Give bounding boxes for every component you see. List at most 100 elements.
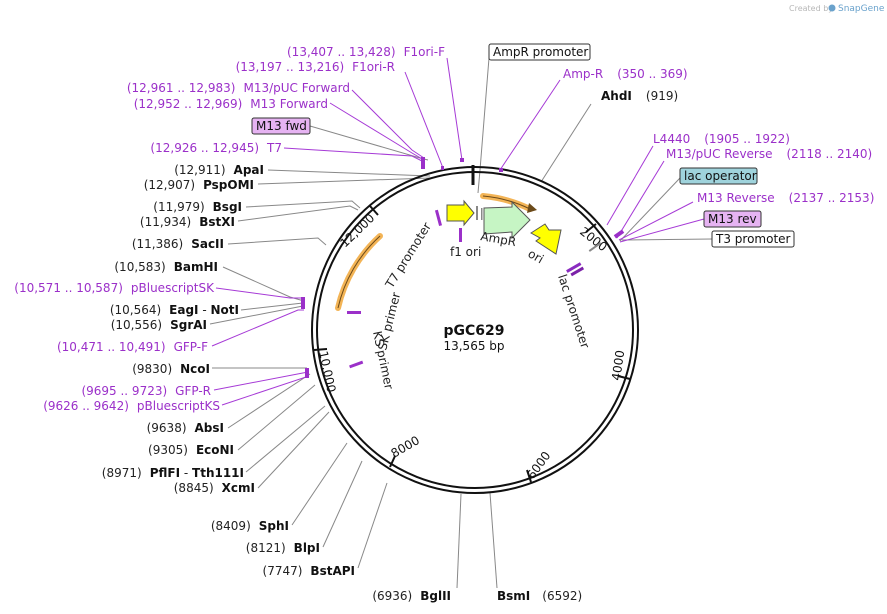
leader-pflfi xyxy=(245,405,326,473)
leader-bsgi xyxy=(245,200,361,209)
enzyme-bamhi-name: BamHI xyxy=(174,260,218,274)
tick-10000 xyxy=(313,348,328,351)
enzyme-econi-coords: (9305) xyxy=(148,443,188,457)
primer-gfp-f-coords: (10,471 .. 10,491) xyxy=(57,340,166,354)
primer-pbluescriptsk: (10,571 .. 10,587)pBluescriptSK xyxy=(14,281,215,295)
primer-m13-forward-coords: (12,952 .. 12,969) xyxy=(134,97,243,111)
t3-promoter-label: T3 promoter xyxy=(715,232,791,246)
mark-t7-promoter xyxy=(434,209,443,226)
enzyme-pspomi-coords: (12,907) xyxy=(144,178,195,192)
primer-gfp-f-name: GFP-F xyxy=(174,340,209,354)
enzyme-absi: (9638)AbsI xyxy=(147,421,224,435)
plasmid-title: pGC629 13,565 bp xyxy=(443,323,504,353)
enzyme-eagi-coords: (10,564) xyxy=(110,303,161,317)
primer-f1ori-r: (13,197 .. 13,216)F1ori-R xyxy=(236,60,395,74)
primer-leader-lines xyxy=(211,57,705,406)
primer-marks xyxy=(347,209,602,369)
leader-m13-forward xyxy=(329,102,425,161)
ring-tick-marks xyxy=(313,165,631,483)
ampr-promoter-label: AmpR promoter xyxy=(493,45,588,59)
enzyme-pflfi-name: PflFI xyxy=(150,466,180,480)
ampr-promoter-box xyxy=(488,43,591,61)
leader-bglii xyxy=(456,493,462,589)
tick-6000 xyxy=(526,469,532,483)
enzyme-absi-coords: (9638) xyxy=(147,421,187,435)
tick-label-10000: 10,000 xyxy=(316,350,338,394)
leader-amp-r xyxy=(499,79,561,171)
leader-apai xyxy=(267,169,431,177)
mark-ks-primer xyxy=(349,360,364,369)
primer-pbluescriptks-coords: (9626 .. 9642) xyxy=(43,399,129,413)
leader-ahdi xyxy=(540,103,592,183)
enzyme-bsmi-name: BsmI xyxy=(497,589,530,603)
enzyme-eagi-noti: (10,564)EagI - NotI xyxy=(110,303,239,317)
mark-lac-operator xyxy=(588,242,602,252)
enzyme-bstxi-coords: (11,934) xyxy=(140,215,191,229)
label-t7-promoter: T7 promoter xyxy=(382,220,434,291)
enzyme-blpi-name: BlpI xyxy=(294,541,320,555)
enzyme-bglii-name: BglII xyxy=(420,589,451,603)
bottom-enzyme-labels: (6936)BglII BsmI(6592) xyxy=(372,589,582,603)
primer-m13-puc-fwd-name: M13/pUC Forward xyxy=(243,81,350,95)
t3-promoter-box xyxy=(711,230,795,248)
edge-mark-l4440 xyxy=(613,229,625,239)
m13-fwd-label: M13 fwd xyxy=(256,119,307,133)
primer-m13-reverse-coords: (2137 .. 2153) xyxy=(789,191,875,205)
snapgene-watermark: Created by SnapGene xyxy=(789,4,885,14)
primer-pbluescriptsk-coords: (10,571 .. 10,587) xyxy=(14,281,123,295)
leader-pbluescriptsk xyxy=(215,287,304,299)
arc-left-inner xyxy=(337,235,381,309)
leader-m13-fwd xyxy=(309,125,429,161)
enzyme-pflfi-tth111i: (8971)PflFI - Tth111I xyxy=(102,466,244,480)
primer-gfp-r-name: GFP-R xyxy=(175,384,211,398)
leader-l4440 xyxy=(606,145,654,226)
enzyme-ahdi-name: AhdI xyxy=(601,89,632,103)
enzyme-bsgi: (11,979)BsgI xyxy=(153,200,242,214)
ampr-promoter-mark-2 xyxy=(481,208,483,220)
enzyme-econi: (9305)EcoNI xyxy=(148,443,234,457)
primer-l4440: L4440(1905 .. 1922) xyxy=(653,132,790,146)
watermark-created-by: Created by xyxy=(789,4,833,13)
boxed-labels: AmpR promoter M13 fwd lac operator M13 r… xyxy=(251,43,795,248)
enzyme-ncoi: (9830)NcoI xyxy=(132,362,210,376)
primer-m13-forward-name: M13 Forward xyxy=(250,97,328,111)
primer-m13-puc-rev-name: M13/pUC Reverse xyxy=(666,147,773,161)
edge-mark-amp-r xyxy=(499,168,503,172)
enzyme-pspomi-name: PspOMI xyxy=(203,178,254,192)
leader-bstapi xyxy=(357,482,388,569)
enzyme-sgrai-coords: (10,556) xyxy=(111,318,162,332)
edge-mark-f1ori-f xyxy=(460,158,464,162)
primer-l4440-name: L4440 xyxy=(653,132,690,146)
label-f1-ori: f1 ori xyxy=(450,245,481,259)
primer-f1ori-f: (13,407 .. 13,428)F1ori-F xyxy=(287,45,445,59)
primer-m13-puc-rev-coords: (2118 .. 2140) xyxy=(787,147,873,161)
leader-bsmi xyxy=(489,492,498,589)
m13-rev-box xyxy=(703,210,762,228)
enzyme-bsgi-name: BsgI xyxy=(213,200,242,214)
leader-bamhi xyxy=(222,266,305,302)
leader-m13-puc-rev xyxy=(616,160,665,239)
leader-econi xyxy=(237,384,316,451)
leader-sacii xyxy=(227,237,327,246)
arc-top-inner xyxy=(482,195,531,210)
left-enzyme-labels: (12,911)ApaI (12,907) PspOMI (11,979)BsgI… xyxy=(102,163,355,578)
tick-2000 xyxy=(585,223,597,233)
enzyme-sacii-name: SacII xyxy=(191,237,224,251)
enzyme-leader-lines xyxy=(209,57,713,589)
leader-sphi xyxy=(291,442,348,526)
enzyme-noti-name: NotI xyxy=(211,303,240,317)
enzyme-apai: (12,911)ApaI xyxy=(174,163,264,177)
feature-ampr-arrow xyxy=(483,200,531,240)
leader-pbluescriptks xyxy=(221,375,310,406)
enzyme-bstxi-name: BstXI xyxy=(199,215,235,229)
enzyme-sphi-name: SphI xyxy=(259,519,289,533)
leader-t7 xyxy=(283,147,425,163)
leader-gfp-r xyxy=(213,371,309,391)
enzyme-blpi: (8121)BlpI xyxy=(246,541,320,555)
feature-arrows xyxy=(446,199,562,255)
snapgene-logo-icon xyxy=(828,4,836,12)
primer-amp-r-name: Amp-R xyxy=(563,67,603,81)
enzyme-bamhi: (10,583)BamHI xyxy=(114,260,218,274)
edge-mark-pbluescriptsk xyxy=(301,297,305,309)
enzyme-bsmi-coords: (6592) xyxy=(542,589,582,603)
